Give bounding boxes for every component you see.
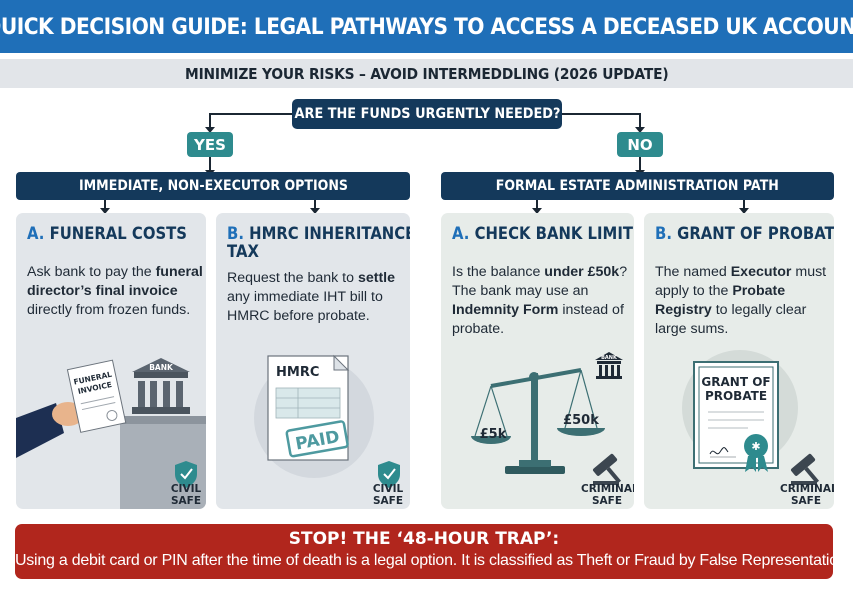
body-segment: any immediate IHT bill to HMRC before pr…: [227, 289, 383, 324]
svg-text:✱: ✱: [751, 440, 760, 453]
body-segment: instead of probate.: [452, 302, 624, 337]
card-letter: B.: [227, 224, 244, 243]
body-segment: Ask bank to pay the: [27, 264, 156, 280]
card-check-bank-limits: A. CHECK BANK LIMITS Is the balance unde…: [441, 213, 634, 509]
body-segment: Request the bank to: [227, 270, 358, 286]
seal-icon: [744, 434, 768, 458]
body-segment-bold: settle: [357, 270, 395, 286]
card-body: Request the bank to settle any immediate…: [227, 269, 407, 326]
body-segment-bold: under £50k: [544, 264, 620, 280]
card-grant-of-probate: B. GRANT OF PROBATE The named Executor m…: [644, 213, 834, 509]
body-segment: Is the balance: [452, 264, 545, 280]
question-text: ARE THE FUNDS URGENTLY NEEDED?: [294, 106, 560, 122]
card-letter: B.: [655, 224, 672, 243]
column-header-left: IMMEDIATE, NON-EXECUTOR OPTIONS: [16, 172, 410, 200]
branch-no: NO: [617, 132, 663, 157]
warning-title: STOP! THE ‘48-HOUR TRAP’:: [288, 529, 560, 549]
column-header-right-text: FORMAL ESTATE ADMINISTRATION PATH: [495, 178, 780, 194]
card-hmrc-inheritance-tax: B. HMRC INHERITANCE TAX Request the bank…: [216, 213, 410, 509]
decision-question: ARE THE FUNDS URGENTLY NEEDED?: [292, 99, 562, 129]
bank-icon: [595, 352, 623, 360]
certificate-label-line2: PROBATE: [705, 389, 767, 403]
card-title-text: GRANT OF PROBATE: [677, 224, 834, 243]
body-segment: must apply to the: [655, 264, 827, 299]
hmrc-label: HMRC: [276, 365, 319, 380]
body-segment: The named: [655, 264, 731, 280]
safety-badge: CRIMINAL SAFE: [581, 483, 634, 507]
column-header-left-text: IMMEDIATE, NON-EXECUTOR OPTIONS: [78, 178, 348, 194]
card-body: The named Executor must apply to the Pro…: [655, 263, 831, 339]
probate-certificate-illustration: GRANT OF PROBATE ✱: [682, 350, 820, 485]
hmrc-illustration: HMRC PAID: [254, 354, 400, 488]
card-title-text: FUNERAL COSTS: [49, 224, 187, 243]
body-segment-bold: Indemnity Form: [452, 302, 559, 318]
badge-line1: CRIMINAL: [780, 483, 834, 495]
gavel-icon: [791, 453, 820, 484]
warning-text: Using a debit card or PIN after the time…: [15, 552, 851, 569]
badge-line2: SAFE: [170, 495, 202, 507]
card-funeral-costs: A. FUNERAL COSTS Ask bank to pay the fun…: [16, 213, 206, 509]
badge-line2: SAFE: [790, 495, 822, 507]
badge-line1: CIVIL: [170, 483, 202, 495]
body-segment-bold: Executor: [730, 264, 792, 280]
bank-label: BANK: [149, 363, 174, 372]
card-title: B. GRANT OF PROBATE: [655, 225, 834, 243]
card-letter: A.: [27, 224, 45, 243]
card-body: Is the balance under £50k? The bank may …: [452, 263, 632, 339]
body-segment: ? The bank may use an: [452, 264, 628, 299]
body-segment-bold: funeral director’s final invoice: [27, 264, 203, 299]
shield-check-icon: [378, 461, 400, 488]
connector-yes: [209, 113, 292, 130]
card-title: A. CHECK BANK LIMITS: [452, 225, 634, 243]
badge-line1: CIVIL: [372, 483, 404, 495]
card-title-text: CHECK BANK LIMITS: [474, 224, 634, 243]
card-letter: A.: [452, 224, 470, 243]
safety-badge: CIVIL SAFE: [366, 483, 410, 507]
page-title: QUICK DECISION GUIDE: LEGAL PATHWAYS TO …: [0, 13, 853, 40]
badge-line2: SAFE: [591, 495, 623, 507]
branch-yes: YES: [187, 132, 233, 157]
safety-badge: CIVIL SAFE: [164, 483, 206, 507]
scale-label-large: £50k: [563, 413, 599, 428]
card-title: B. HMRC INHERITANCE TAX: [227, 225, 410, 261]
card-title-text-line2: TAX: [227, 242, 259, 261]
scale-label-small: £5k: [480, 427, 507, 442]
shield-check-icon: [175, 461, 197, 488]
badge-line1: CRIMINAL: [581, 483, 634, 495]
column-header-right: FORMAL ESTATE ADMINISTRATION PATH: [441, 172, 834, 200]
subtitle-bar: MINIMIZE YOUR RISKS – AVOID INTERMEDDLIN…: [0, 59, 853, 88]
page-subtitle: MINIMIZE YOUR RISKS – AVOID INTERMEDDLIN…: [184, 64, 669, 83]
certificate-label-line1: GRANT OF: [701, 375, 770, 389]
bank-icon-label: BANK: [601, 355, 618, 361]
body-segment-bold: Probate Registry: [655, 283, 786, 318]
gavel-icon: [593, 453, 622, 484]
funeral-illustration: BANK FUNERAL INVOICE: [16, 358, 206, 509]
connector-no: [562, 113, 641, 130]
body-segment: directly from frozen funds.: [27, 302, 191, 318]
balance-scale-illustration: £5k £50k BANK: [471, 352, 623, 485]
badge-line2: SAFE: [372, 495, 404, 507]
body-segment: to legally clear large sums.: [655, 302, 807, 337]
warning-banner: STOP! THE ‘48-HOUR TRAP’: Using a debit …: [15, 524, 851, 579]
title-bar: QUICK DECISION GUIDE: LEGAL PATHWAYS TO …: [0, 0, 853, 53]
card-title: A. FUNERAL COSTS: [27, 225, 187, 243]
card-title-text: HMRC INHERITANCE: [249, 224, 410, 243]
safety-badge: CRIMINAL SAFE: [780, 483, 834, 507]
card-body: Ask bank to pay the funeral director’s f…: [27, 263, 205, 320]
